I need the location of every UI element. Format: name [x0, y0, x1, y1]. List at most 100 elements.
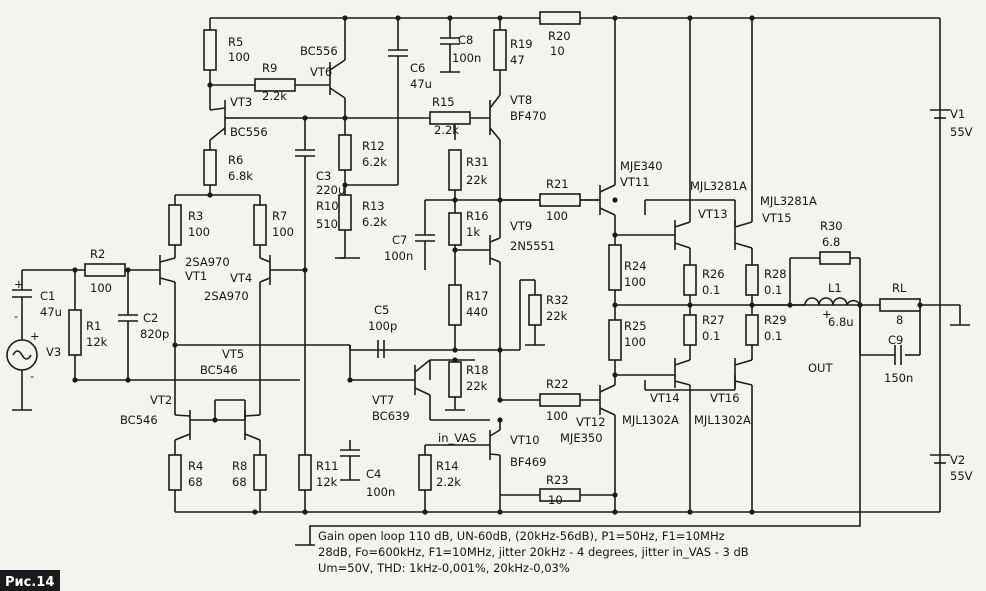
label-r18-value: 22k — [466, 379, 488, 393]
resistor-r32 — [528, 294, 542, 326]
label-vt11: VT11 — [620, 175, 650, 189]
label-r20-value: 10 — [550, 44, 565, 58]
resistor-r3 — [168, 204, 182, 246]
resistor-r19 — [493, 29, 507, 71]
label-vt5-type: BC546 — [200, 363, 238, 377]
resistors — [68, 11, 921, 502]
label-v2-value: 55V — [950, 469, 973, 483]
label-r21: R21 — [546, 177, 569, 191]
label-r6: R6 — [228, 153, 243, 167]
label-in-vas: in_VAS — [438, 431, 477, 445]
label-r6-value: 6.8k — [228, 169, 253, 183]
label-r27-value: 0.1 — [702, 329, 720, 343]
resistor-r8 — [253, 454, 267, 491]
label-c5-value: 100p — [368, 319, 397, 333]
label-c1: C1 — [40, 289, 55, 303]
label-r10: R10 — [316, 199, 339, 213]
label-r14: R14 — [436, 459, 459, 473]
transistors — [159, 59, 753, 460]
label-vt1-type: 2SA970 — [185, 255, 230, 269]
label-vt2: VT2 — [150, 393, 172, 407]
label-r22: R22 — [546, 377, 569, 391]
label-r3: R3 — [188, 209, 203, 223]
resistor-r11 — [298, 454, 312, 491]
resistor-r4 — [168, 454, 182, 491]
label-r12-value: 6.2k — [362, 155, 387, 169]
resistor-r13 — [338, 194, 352, 231]
resistor-r2 — [84, 263, 126, 277]
label-r23: R23 — [546, 473, 569, 487]
label-r16-value: 1k — [466, 225, 480, 239]
label-r2: R2 — [90, 247, 105, 261]
label-vt14: VT14 — [650, 391, 680, 405]
label-vt12: VT12 — [576, 415, 606, 429]
label-r31: R31 — [466, 155, 489, 169]
label-r27: R27 — [702, 313, 725, 327]
label-r7: R7 — [272, 209, 287, 223]
label-r29-value: 0.1 — [764, 329, 782, 343]
label-vt7: VT7 — [372, 393, 394, 407]
label-r31-value: 22k — [466, 173, 488, 187]
component-labels: R5 100 R9 2.2k BC556 VT6 VT3 BC556 C6 47… — [14, 29, 973, 507]
label-l1-plus: + — [822, 307, 832, 321]
resistor-r12 — [338, 134, 352, 171]
label-r17-value: 440 — [466, 305, 488, 319]
label-r18: R18 — [466, 363, 489, 377]
label-vt5: VT5 — [222, 347, 244, 361]
label-v1-value: 55V — [950, 125, 973, 139]
resistor-r26 — [683, 264, 697, 296]
label-c6-value: 47u — [410, 77, 432, 91]
label-vt6: VT6 — [310, 65, 332, 79]
label-c4-value: 100n — [366, 485, 395, 499]
label-vt3-type: BC556 — [230, 125, 268, 139]
label-vt15-type: MJL3281A — [760, 194, 817, 208]
label-r7-value: 100 — [272, 225, 294, 239]
label-r32-value: 22k — [546, 309, 568, 323]
resistor-r9 — [254, 78, 296, 92]
label-vt12-type: MJE350 — [560, 431, 603, 445]
resistor-r30 — [819, 251, 851, 265]
figure-label-background — [0, 570, 60, 591]
resistor-r14 — [418, 454, 432, 491]
label-v3-plus: + — [30, 329, 40, 343]
label-vt8: VT8 — [510, 93, 532, 107]
label-c7-value: 100n — [384, 249, 413, 263]
label-r20: R20 — [548, 29, 571, 43]
label-l1: L1 — [828, 281, 842, 295]
label-r4: R4 — [188, 459, 203, 473]
ground-icon — [12, 71, 970, 546]
label-r24-value: 100 — [624, 275, 646, 289]
resistor-r31 — [448, 149, 462, 191]
label-r22-value: 100 — [546, 409, 568, 423]
label-r9-value: 2.2k — [262, 89, 287, 103]
label-c9-value: 150n — [884, 371, 913, 385]
label-vt8-type: BF470 — [510, 109, 546, 123]
label-v2: V2 — [950, 453, 965, 467]
label-c8: C8 — [458, 33, 473, 47]
label-r13: R13 — [362, 199, 385, 213]
label-v3-minus: - — [30, 369, 34, 383]
label-vt13: VT13 — [698, 207, 728, 221]
label-r4-value: 68 — [188, 475, 203, 489]
label-l1-value: 6.8u — [828, 315, 854, 329]
label-vt4-type: 2SA970 — [204, 289, 249, 303]
label-vt2-type: BC546 — [120, 413, 158, 427]
label-rl: RL — [892, 281, 907, 295]
label-r11: R11 — [316, 459, 339, 473]
label-r10-value: 510 — [316, 217, 338, 231]
note-line-1: Gain open loop 110 dB, UN-60dB, (20kHz-5… — [318, 529, 725, 543]
label-c3: C3 — [316, 169, 331, 183]
label-r25-value: 100 — [624, 335, 646, 349]
label-r19: R19 — [510, 37, 533, 51]
resistor-r16 — [448, 212, 462, 246]
label-c7: C7 — [392, 233, 407, 247]
label-vt11-type: MJE340 — [620, 159, 663, 173]
label-r14-value: 2.2k — [436, 475, 461, 489]
resistor-r18 — [448, 361, 462, 398]
resistor-rl — [879, 298, 921, 312]
label-r30: R30 — [820, 219, 843, 233]
label-r21-value: 100 — [546, 209, 568, 223]
resistor-r20 — [539, 11, 581, 25]
label-r30-value: 6.8 — [822, 235, 840, 249]
